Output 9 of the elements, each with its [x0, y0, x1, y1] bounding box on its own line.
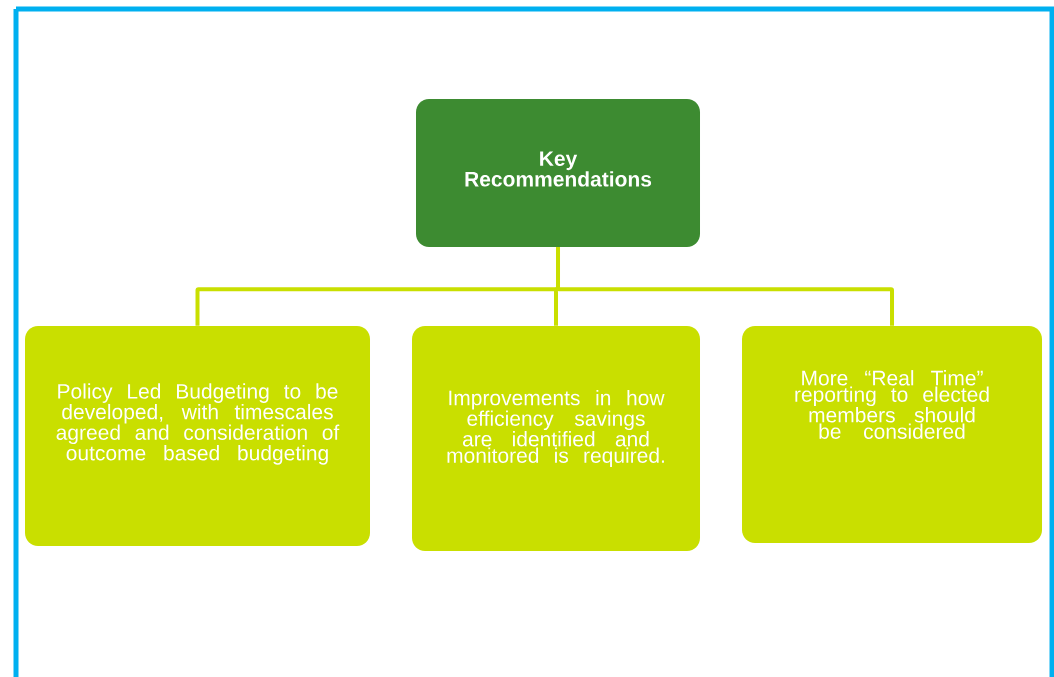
recommendation-box [25, 326, 370, 546]
recommendation-box [412, 326, 700, 551]
connector [556, 247, 894, 326]
box-text: Improvements in how efficiency savings are identified and monitored is required. [447, 389, 665, 468]
heading-box [416, 99, 700, 247]
box-text: Key Recommendations [465, 151, 652, 187]
recommendation-box [742, 326, 1042, 543]
box-text: Policy Led Budgeting to be developed, with timescales agreed and consideration of outcome based budgeting [56, 383, 340, 465]
box-text: More “Real Time” reporting to elected members should be considered [795, 370, 989, 439]
